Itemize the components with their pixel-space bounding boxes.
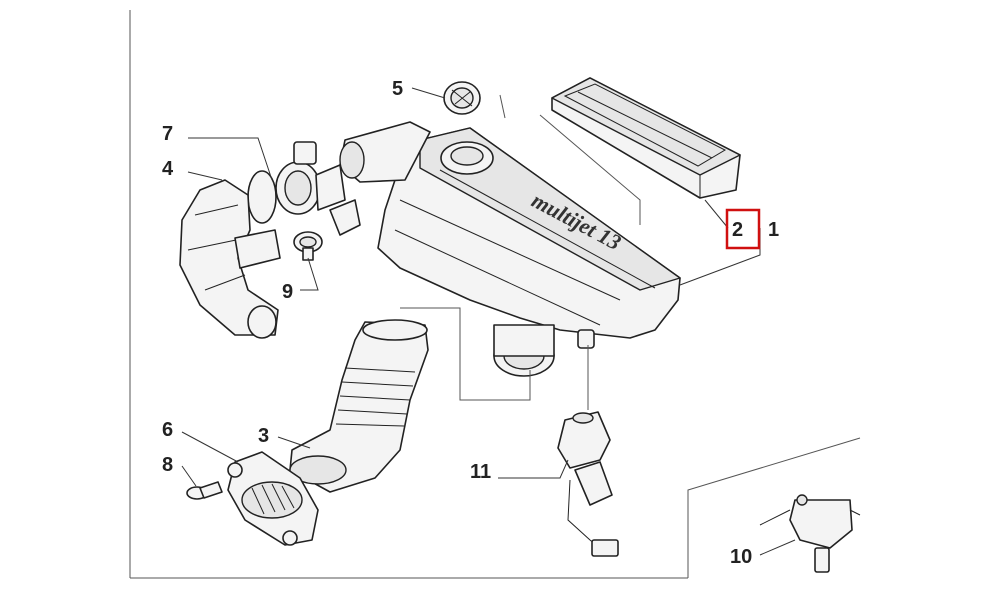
callout-5: 5 (392, 78, 403, 100)
callout-1: 1 (768, 219, 779, 241)
callout-4: 4 (162, 158, 174, 180)
inlet-hose[interactable] (179, 179, 281, 339)
assembly-guide-duct (400, 307, 531, 401)
leader-9 (300, 257, 319, 291)
callout-9: 9 (282, 281, 293, 303)
leader-2 (704, 199, 729, 229)
leader-8 (181, 465, 197, 487)
callout-6: 6 (162, 419, 173, 441)
air-flow-sensor[interactable] (247, 141, 346, 224)
leader-11 (498, 459, 569, 479)
wiring-harness-clip[interactable] (759, 494, 861, 573)
frame-inset-line (687, 437, 861, 578)
corrugated-duct[interactable] (289, 319, 429, 493)
callout-7: 7 (162, 123, 173, 145)
leader-4 (187, 171, 223, 181)
callout-3: 3 (258, 425, 269, 447)
callout-8: 8 (162, 454, 173, 476)
leader-1 (679, 228, 761, 286)
callout-11: 11 (470, 461, 491, 483)
bolt[interactable] (186, 481, 223, 500)
flange-seal[interactable] (227, 451, 319, 546)
callout-2: 2 (732, 219, 743, 241)
pressure-sensor[interactable] (557, 411, 619, 557)
air-filter-element[interactable] (551, 77, 741, 199)
leader-10 (759, 539, 796, 556)
highlight-box-part-2 (725, 208, 761, 250)
assembly-guide-filter (499, 94, 641, 225)
leader-5 (411, 87, 446, 99)
leader-6 (181, 431, 239, 463)
callout-10: 10 (730, 546, 752, 568)
leader-7 (188, 137, 273, 181)
hose-clamp[interactable] (293, 231, 323, 261)
grommet[interactable] (443, 81, 481, 115)
leader-3 (277, 436, 311, 449)
